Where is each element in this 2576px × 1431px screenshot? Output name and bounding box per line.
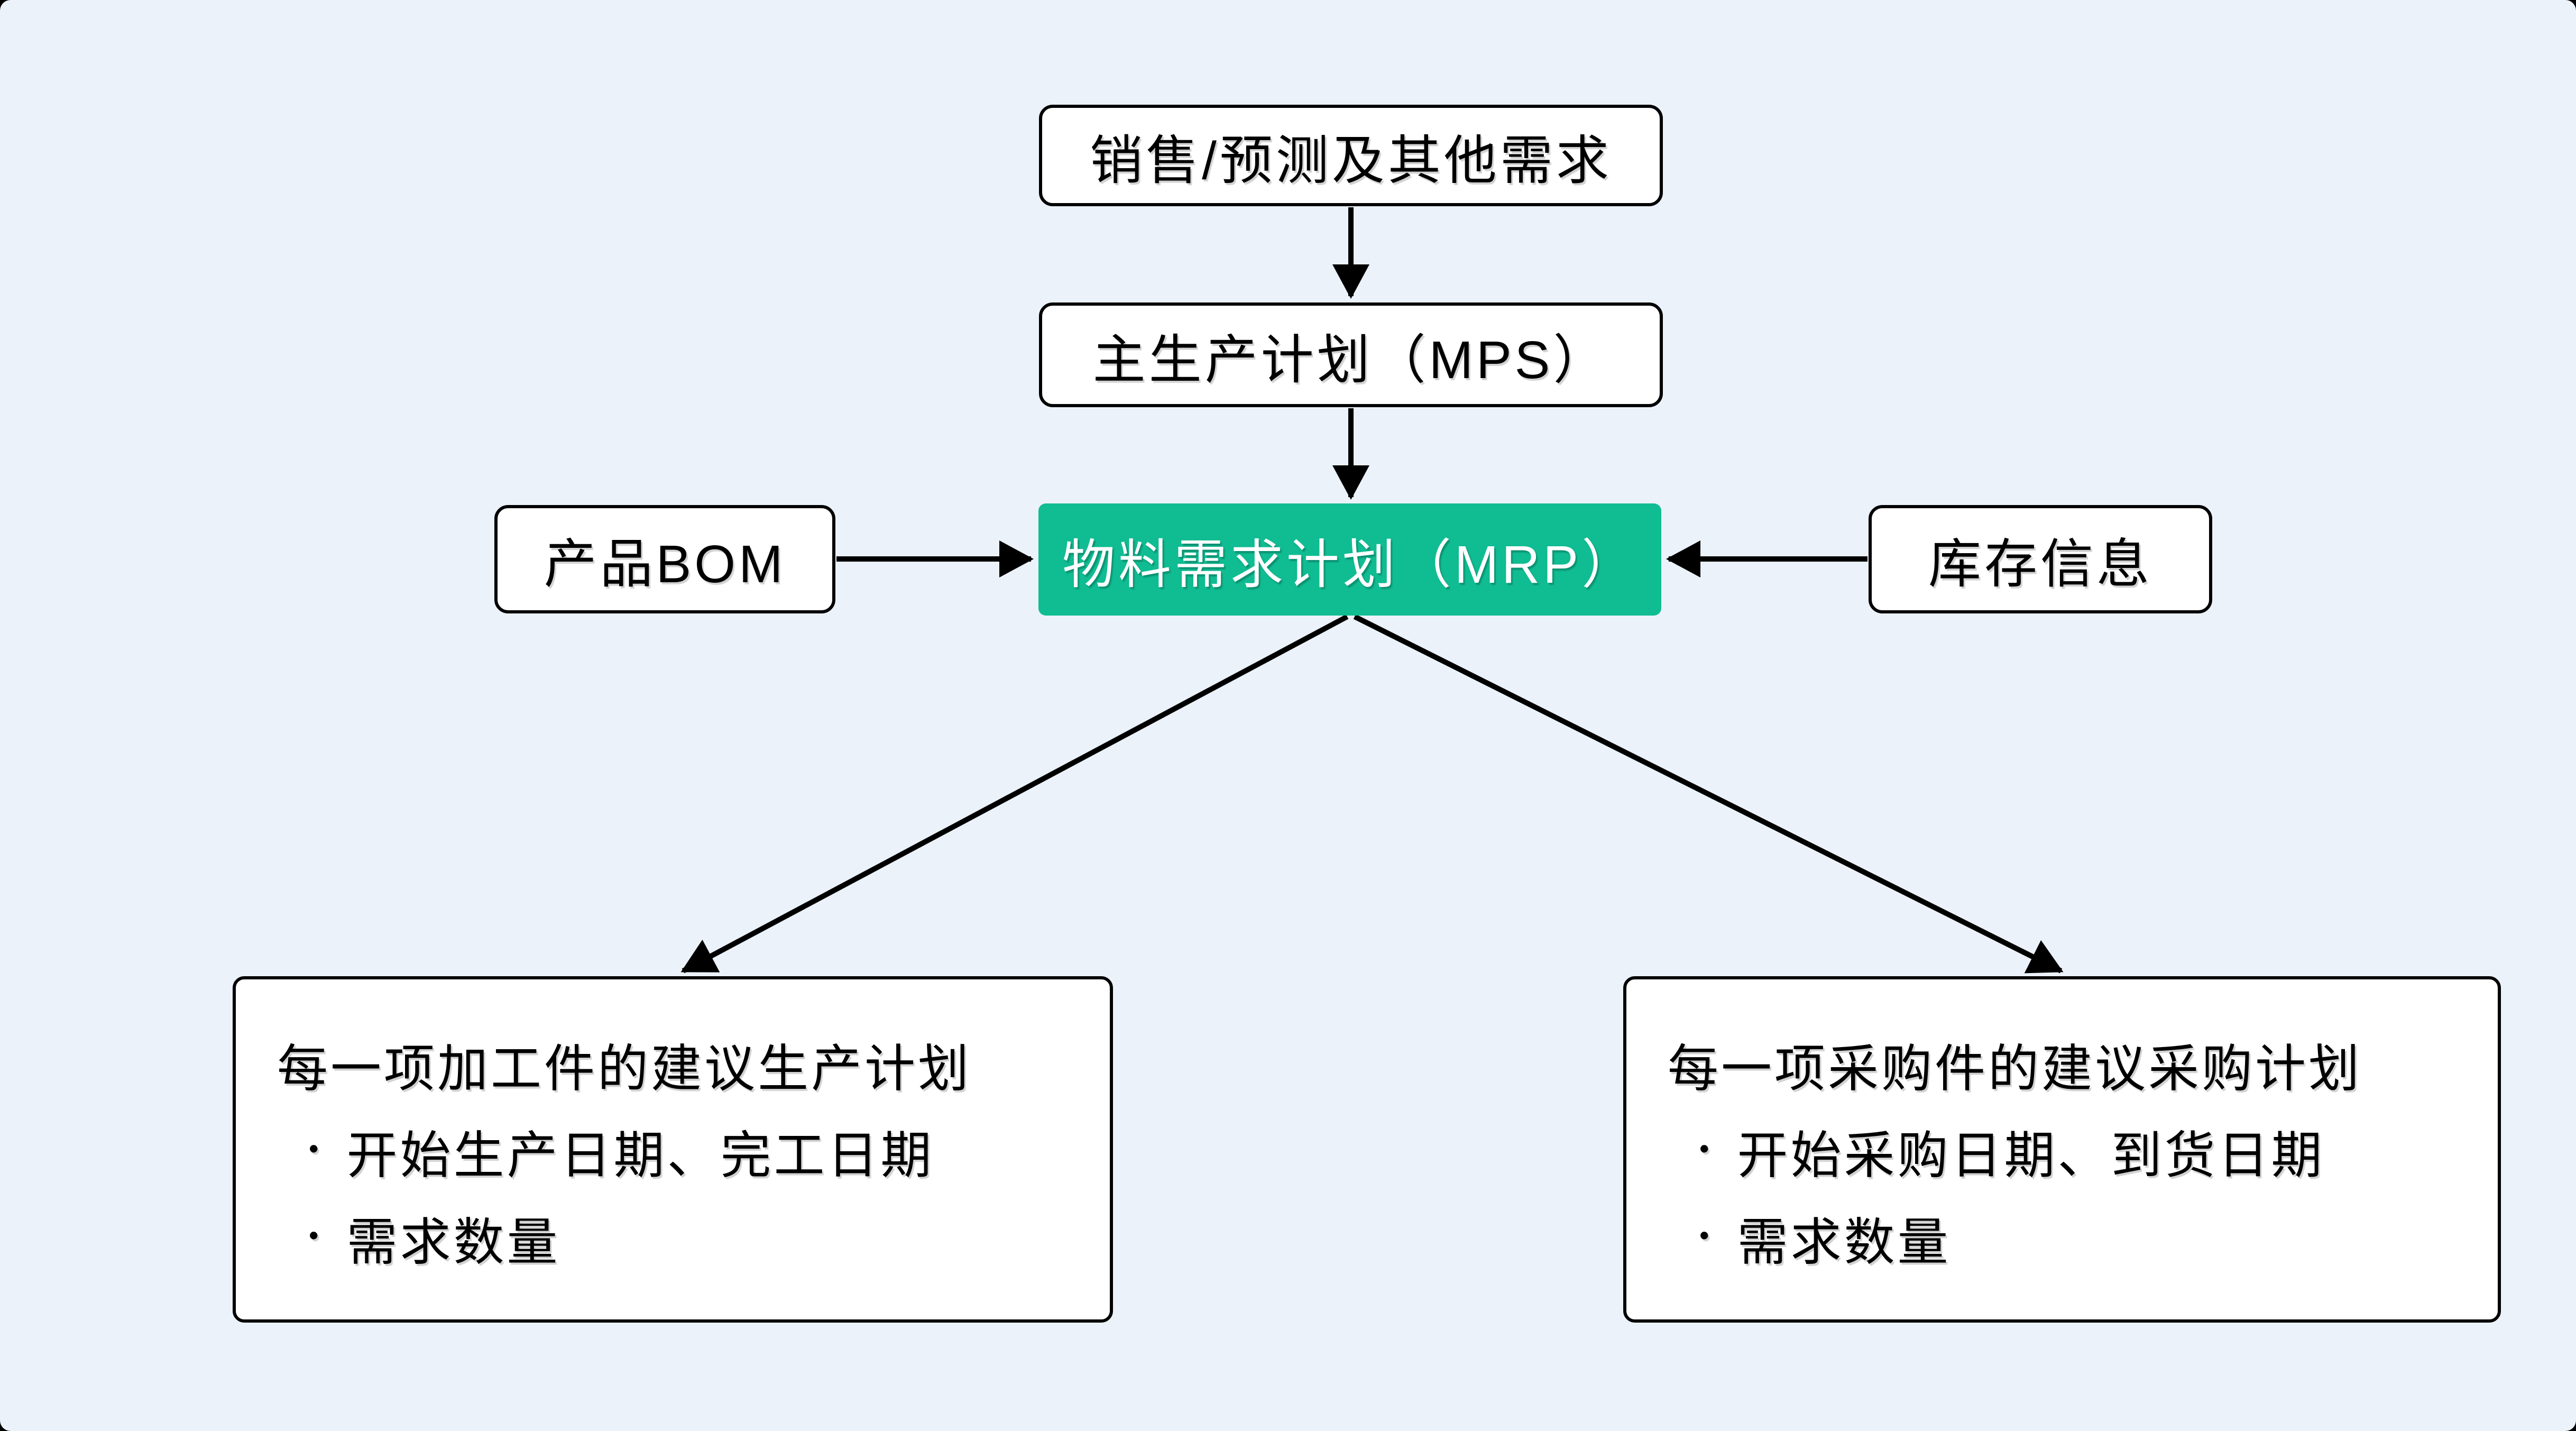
node-sales-forecast-demand: 销售/预测及其他需求 [1039, 105, 1663, 206]
purchase-plan-bullet-2-text: 需求数量 [1737, 1214, 1951, 1271]
node-inventory-info: 库存信息 [1869, 505, 2212, 613]
production-plan-bullet-2: • 需求数量 [309, 1194, 1083, 1281]
production-plan-bullet-1-text: 开始生产日期、完工日期 [346, 1127, 934, 1184]
bullet-icon: • [309, 1133, 321, 1164]
bullet-icon: • [1699, 1219, 1712, 1251]
panel-purchase-plan: 每一项采购件的建议采购计划 • 开始采购日期、到货日期 • 需求数量 [1623, 976, 2501, 1323]
production-plan-title: 每一项加工件的建议生产计划 [277, 1040, 971, 1097]
panel-production-plan: 每一项加工件的建议生产计划 • 开始生产日期、完工日期 • 需求数量 [233, 976, 1113, 1323]
node-master-production-schedule: 主生产计划（MPS） [1039, 302, 1663, 407]
bullet-icon: • [309, 1219, 321, 1251]
arrow-mrp-to-production-plan [680, 614, 1349, 974]
bullet-icon: • [1699, 1133, 1712, 1164]
purchase-plan-bullet-1-text: 开始采购日期、到货日期 [1737, 1127, 2325, 1184]
arrow-mrp-to-purchase-plan [1353, 614, 2064, 974]
production-plan-bullet-2-text: 需求数量 [346, 1214, 560, 1271]
purchase-plan-bullet-2: • 需求数量 [1699, 1194, 2471, 1281]
production-plan-bullet-1: • 开始生产日期、完工日期 [309, 1107, 1083, 1194]
node-material-requirements-planning: 物料需求计划（MRP） [1038, 503, 1661, 616]
purchase-plan-title: 每一项采购件的建议采购计划 [1668, 1040, 2362, 1097]
purchase-plan-bullet-1: • 开始采购日期、到货日期 [1699, 1107, 2471, 1194]
node-product-bom: 产品BOM [494, 505, 835, 613]
